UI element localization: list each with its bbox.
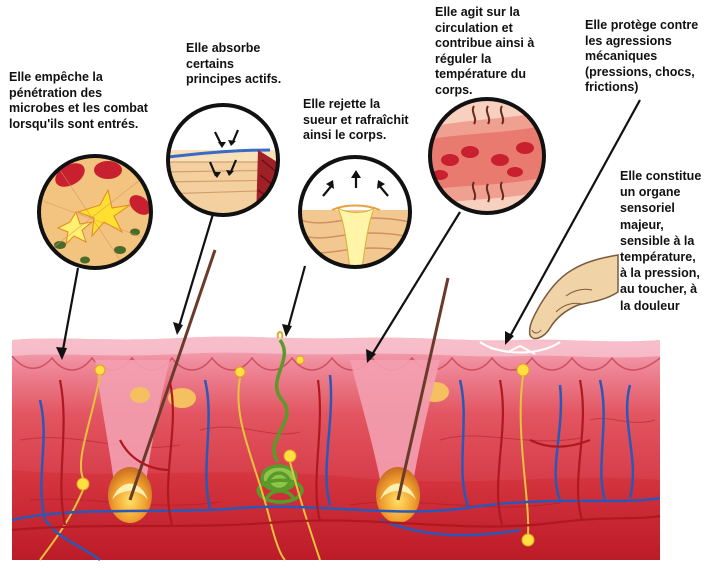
annotation-line: frictions) <box>585 80 639 94</box>
inset-microbes <box>37 154 153 270</box>
leader-arrowheads <box>56 322 514 363</box>
nerve-fibres <box>39 374 530 561</box>
epidermis-layer <box>12 336 660 358</box>
nerve-receptors <box>76 355 535 547</box>
pressure-highlight <box>489 344 536 355</box>
annotation-line: majeur, <box>620 217 664 232</box>
sebaceous-gland <box>168 388 196 408</box>
sweat-pore <box>276 331 284 339</box>
annotation-line: principes actifs. <box>186 72 282 86</box>
annotation-protect: Elle protège contre les agressions mécan… <box>585 18 698 96</box>
annotation-line: au toucher, à <box>620 282 698 297</box>
annotation-line: sensoriel <box>620 201 675 216</box>
inset-sweat <box>298 155 412 269</box>
inset-absorb <box>166 103 280 217</box>
annotation-line: un organe <box>620 185 681 200</box>
hypodermis-layer <box>12 470 660 560</box>
annotation-line: Elle rejette la <box>303 97 381 111</box>
annotation-sweat: Elle rejette la sueur et rafraîchit ains… <box>303 97 409 144</box>
annotation-line: Elle protège contre <box>585 18 699 32</box>
annotation-line: mécaniques <box>585 49 658 63</box>
annotation-microbes: Elle empêche la pénétration des microbes… <box>9 70 148 132</box>
annotation-line: Elle constitue <box>620 169 702 183</box>
annotation-line: Elle agit sur la <box>435 5 520 19</box>
annotation-absorb: Elle absorbe certains principes actifs. <box>186 41 281 88</box>
annotation-line: sensible à la <box>620 233 695 248</box>
hair-follicle-left <box>95 249 217 523</box>
annotation-line: les agressions <box>585 33 672 48</box>
annotation-line: contribue ainsi à <box>435 36 535 50</box>
annotation-line: lorsqu'ils sont entrés. <box>9 116 139 131</box>
hair-follicle-right <box>350 277 450 523</box>
annotation-line: Elle absorbe <box>186 41 261 55</box>
annotation-line: température, <box>620 250 696 265</box>
annotation-line: à la pression, <box>620 266 700 281</box>
annotation-line: réguler la <box>435 51 492 66</box>
veins <box>11 374 661 562</box>
annotation-line: (pressions, chocs, <box>585 64 695 79</box>
inset-circulation <box>428 97 546 215</box>
sweat-gland <box>256 338 304 504</box>
annotation-line: la douleur <box>620 298 680 313</box>
annotation-line: corps. <box>435 82 473 97</box>
skin-cross-section <box>11 249 661 562</box>
annotation-line: pénétration des <box>9 85 103 100</box>
sebaceous-gland <box>130 387 150 403</box>
annotation-line: Elle empêche la <box>9 70 103 84</box>
annotation-line: température du <box>435 67 526 81</box>
tissue-texture <box>19 418 656 508</box>
annotation-line: certains <box>186 56 234 71</box>
annotation-line: sueur et rafraîchit <box>303 112 409 127</box>
annotation-circulation: Elle agit sur la circulation et contribu… <box>435 5 534 98</box>
leader-lines <box>60 99 641 359</box>
annotation-line: microbes et les combat <box>9 101 148 115</box>
arteries <box>11 379 661 532</box>
finger-icon <box>528 254 619 340</box>
annotation-sensory: Elle constitue un organe sensoriel majeu… <box>620 168 701 314</box>
annotation-line: ainsi le corps. <box>303 128 387 142</box>
annotation-line: circulation et <box>435 20 513 35</box>
